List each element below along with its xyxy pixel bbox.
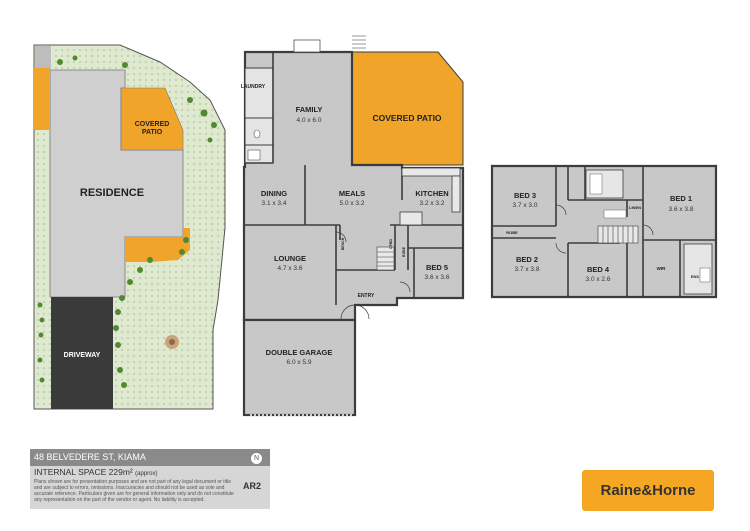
gf-covered-patio	[351, 51, 464, 166]
internal-space: INTERNAL SPACE 229m² (approx)	[34, 467, 157, 477]
ff-bed1-dims: 3.6 x 3.8	[669, 206, 694, 213]
site-driveway	[51, 297, 113, 409]
site-side-patio	[34, 68, 50, 130]
gf-dining-dims: 3.1 x 3.4	[262, 200, 287, 207]
gf-kitchen-dims: 3.2 x 3.2	[420, 200, 445, 207]
property-address: 48 BELVEDERE ST, KIAMA	[30, 449, 270, 466]
ff-bed2-dims: 3.7 x 3.8	[515, 266, 540, 273]
gf-bench-label: BENCH	[341, 237, 345, 250]
site-shrubs	[37, 55, 217, 388]
ff-bed2-label: BED 2	[516, 255, 538, 264]
gf-garage	[242, 318, 357, 417]
site-driveway-label: DRIVEWAY	[64, 352, 101, 359]
gf-cpbd-label: CPBD	[389, 239, 393, 249]
ff-bed3-dims: 3.7 x 3.0	[513, 202, 538, 209]
ff-bed4-label: BED 4	[587, 265, 610, 274]
gf-laundry	[244, 67, 274, 164]
internal-space-label: INTERNAL SPACE	[34, 467, 107, 477]
gf-entry-label: ENTRY	[358, 293, 375, 299]
site-covered-patio	[120, 87, 184, 151]
gf-garage-label: DOUBLE GARAGE	[266, 348, 333, 357]
property-info-panel: 48 BELVEDERE ST, KIAMA INTERNAL SPACE 22…	[30, 449, 270, 509]
ff-robe-label: ROBE	[506, 230, 518, 235]
north-compass-icon: N	[251, 453, 262, 464]
gf-meals-dims: 5.0 x 3.2	[340, 200, 365, 207]
site-residence-label: RESIDENCE	[80, 187, 144, 199]
site-covered-patio-label-2: PATIO	[142, 129, 163, 136]
ff-wir-label: WIR	[657, 266, 666, 271]
ff-bed3-label: BED 3	[514, 191, 536, 200]
plan-code: AR2	[242, 481, 261, 491]
site-shed	[35, 46, 51, 68]
disclaimer-text: Plans shown are for presentation purpose…	[34, 479, 234, 503]
site-plan: RESIDENCE COVERED PATIO DRIVEWAY	[33, 44, 226, 410]
site-covered-patio-label-1: COVERED	[135, 121, 170, 128]
ff-ens-label: ENS	[691, 274, 700, 279]
gf-family-dims: 4.0 x 6.0	[297, 117, 322, 124]
gf-meals-label: MEALS	[339, 189, 365, 198]
internal-space-note: (approx)	[135, 471, 158, 477]
gf-laundry-label: LAUNDRY	[241, 84, 266, 90]
ff-bed4-dims: 3.0 x 2.6	[586, 276, 611, 283]
gf-lounge-dims: 4.7 x 3.6	[278, 265, 303, 272]
gf-bed5-label: BED 5	[426, 263, 448, 272]
first-floor-plan: BED 3 3.7 x 3.0 BED 2 3.7 x 3.8 BED 4 3.…	[490, 164, 718, 299]
ground-floor-plan: LAUNDRY FAMILY 4.0 x 6.0 COVERED PATIO D…	[241, 35, 465, 417]
ff-bed1-label: BED 1	[670, 194, 692, 203]
gf-bed5-dims: 3.6 x 3.6	[425, 274, 450, 281]
gf-garage-dims: 6.0 x 5.9	[287, 359, 312, 366]
gf-robe-label: ROBE	[402, 246, 406, 257]
site-rear-deck	[125, 228, 190, 262]
gf-dining-label: DINING	[261, 189, 287, 198]
gf-family-label: FAMILY	[296, 105, 323, 114]
gf-lounge-label: LOUNGE	[274, 254, 306, 263]
brand-logo: Raine&Horne	[582, 470, 714, 511]
ff-linen-label: LINEN	[629, 205, 641, 210]
gf-covered-patio-label: COVERED PATIO	[372, 113, 441, 123]
internal-space-value: 229m²	[108, 467, 133, 477]
gf-kitchen-label: KITCHEN	[415, 189, 448, 198]
